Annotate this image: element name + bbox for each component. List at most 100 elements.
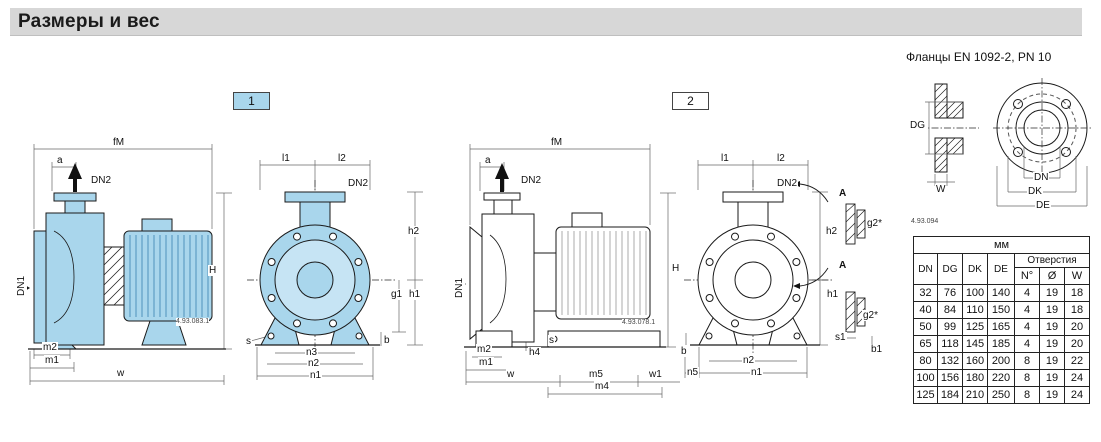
pump1-side-drawing [18, 144, 232, 385]
column-header-DN: DN [913, 253, 938, 285]
table-cell: 19 [1039, 284, 1065, 302]
dim-label-w: w [506, 369, 516, 380]
table-cell: 19 [1039, 352, 1065, 370]
pump2-side-drawing [454, 144, 680, 398]
table-cell: 160 [962, 352, 988, 370]
table-cell: 20 [1064, 318, 1090, 336]
figure-2-badge: 2 [672, 92, 709, 110]
table-row: 100 156 180 220 8 19 24 [913, 369, 1090, 387]
table-cell: 8 [1014, 352, 1040, 370]
table-cell: 84 [937, 301, 963, 319]
dim-label-w1: w1 [648, 369, 663, 380]
dim-label-m2: m2 [476, 344, 492, 355]
dim-label-m2: m2 [42, 342, 58, 353]
table-cell: 220 [987, 369, 1015, 387]
table-row: 40 84 110 150 4 19 18 [913, 301, 1090, 319]
table-cell: 80 [913, 352, 938, 370]
dim-label-s: s [548, 335, 555, 346]
table-cell: 18 [1064, 301, 1090, 319]
dim-label-a: a [484, 155, 492, 166]
table-cell: 4 [1014, 318, 1040, 336]
dim-label-h1: h1 [408, 289, 422, 300]
detail-section-A-top [845, 203, 866, 245]
table-holes-header: Отверстия [1014, 253, 1090, 268]
table-cell: 200 [987, 352, 1015, 370]
pump-body [697, 191, 809, 346]
table-cell: 132 [937, 352, 963, 370]
table-cell: 32 [913, 284, 938, 302]
dim-label-w: w [116, 368, 126, 379]
dimension-lines [684, 160, 873, 378]
dim-label-l2: l2 [776, 153, 786, 164]
motor-fins [129, 235, 209, 317]
table-cell: 24 [1064, 369, 1090, 387]
table-cell: 100 [962, 284, 988, 302]
table-cell: 4 [1014, 335, 1040, 353]
drawing1-front-view: l1 l2 DN2 h2 h1 g1 s b n3 n2 n1 [245, 140, 453, 395]
dim-label-l1: l1 [281, 153, 291, 164]
table-row: 80 132 160 200 8 19 22 [913, 352, 1090, 370]
column-header-N: N° [1014, 267, 1040, 285]
dim-label-DN2: DN2 [520, 175, 543, 186]
table-cell: 250 [987, 386, 1015, 404]
dim-label-h2: h2 [407, 226, 421, 237]
pump-body [469, 192, 661, 348]
table-cell: 20 [1064, 335, 1090, 353]
table-row: 125 184 210 250 8 19 24 [913, 386, 1090, 404]
dim-label-n1: n1 [309, 370, 323, 381]
dim-label-h4: h4 [528, 347, 542, 358]
dim-label-b: b [383, 335, 391, 346]
dim-label-n2: n2 [307, 358, 321, 369]
table-cell: 125 [913, 386, 938, 404]
table-cell: 156 [937, 369, 963, 387]
detail-A-top-label: A [838, 188, 848, 199]
table-cell: 100 [913, 369, 938, 387]
table-cell: 210 [962, 386, 988, 404]
table-cell: 165 [987, 318, 1015, 336]
dim-label-DE: DE [1035, 200, 1051, 211]
dim-label-l2: l2 [337, 153, 347, 164]
table-cell: 99 [937, 318, 963, 336]
figure-1-badge: 1 [233, 92, 270, 110]
table-cell: 19 [1039, 369, 1065, 387]
table-cell: 125 [962, 318, 988, 336]
dim-label-h1: h1 [826, 289, 840, 300]
dim-label-n1: n1 [750, 367, 764, 378]
page-title-bar: Размеры и вес [10, 8, 1082, 36]
table-cell: 118 [937, 335, 963, 353]
table-cell: 50 [913, 318, 938, 336]
drawing1-side-view: fM a DN2 DN1 H m2 m1 w 4.93.083.1 [12, 135, 242, 395]
column-header-DK: DK [962, 253, 988, 285]
column-header-DG: DG [937, 253, 963, 285]
flange-drawing [919, 78, 1091, 207]
dim-label-b1: b1 [870, 344, 884, 355]
dim-label-m5: m5 [588, 369, 604, 380]
dim-label-H: H [671, 263, 681, 274]
figure-1-badge-label: 1 [248, 94, 255, 108]
dim-label-DN2: DN2 [776, 178, 799, 189]
table-cell: 185 [987, 335, 1015, 353]
flange-section-view [934, 83, 964, 173]
coupling-hatch [103, 246, 125, 306]
dim-label-m1: m1 [478, 357, 494, 368]
dim-label-n5: n5 [686, 367, 700, 378]
dim-label-DN2: DN2 [347, 178, 370, 189]
detail-callout-arrows [799, 183, 829, 287]
table-cell: 19 [1039, 318, 1065, 336]
table-cell: 40 [913, 301, 938, 319]
dim-label-g2-bottom: g2* [862, 310, 880, 321]
bolt-holes [267, 232, 363, 340]
pump1-front-drawing [246, 160, 423, 380]
table-row: 32 76 100 140 4 19 18 [913, 284, 1090, 302]
dim-label-DN2: DN2 [90, 175, 113, 186]
table-cell: 8 [1014, 369, 1040, 387]
drawing2-side-view: fM a DN2 DN1 H m2 m1 w h4 s m5 w1 m4 4.9… [450, 135, 688, 407]
flange-section-title: Фланцы EN 1092-2, PN 10 [906, 50, 1052, 64]
table-cell: 150 [987, 301, 1015, 319]
table-cell: 65 [913, 335, 938, 353]
dim-label-m1: m1 [44, 355, 60, 366]
drawing2-front-view: l1 l2 DN2 h2 h1 A A g2* g2* s1 b1 b n2 n… [680, 140, 898, 398]
table-cell: 4 [1014, 284, 1040, 302]
table-row: 65 118 145 185 4 19 20 [913, 335, 1090, 353]
table-cell: 8 [1014, 386, 1040, 404]
